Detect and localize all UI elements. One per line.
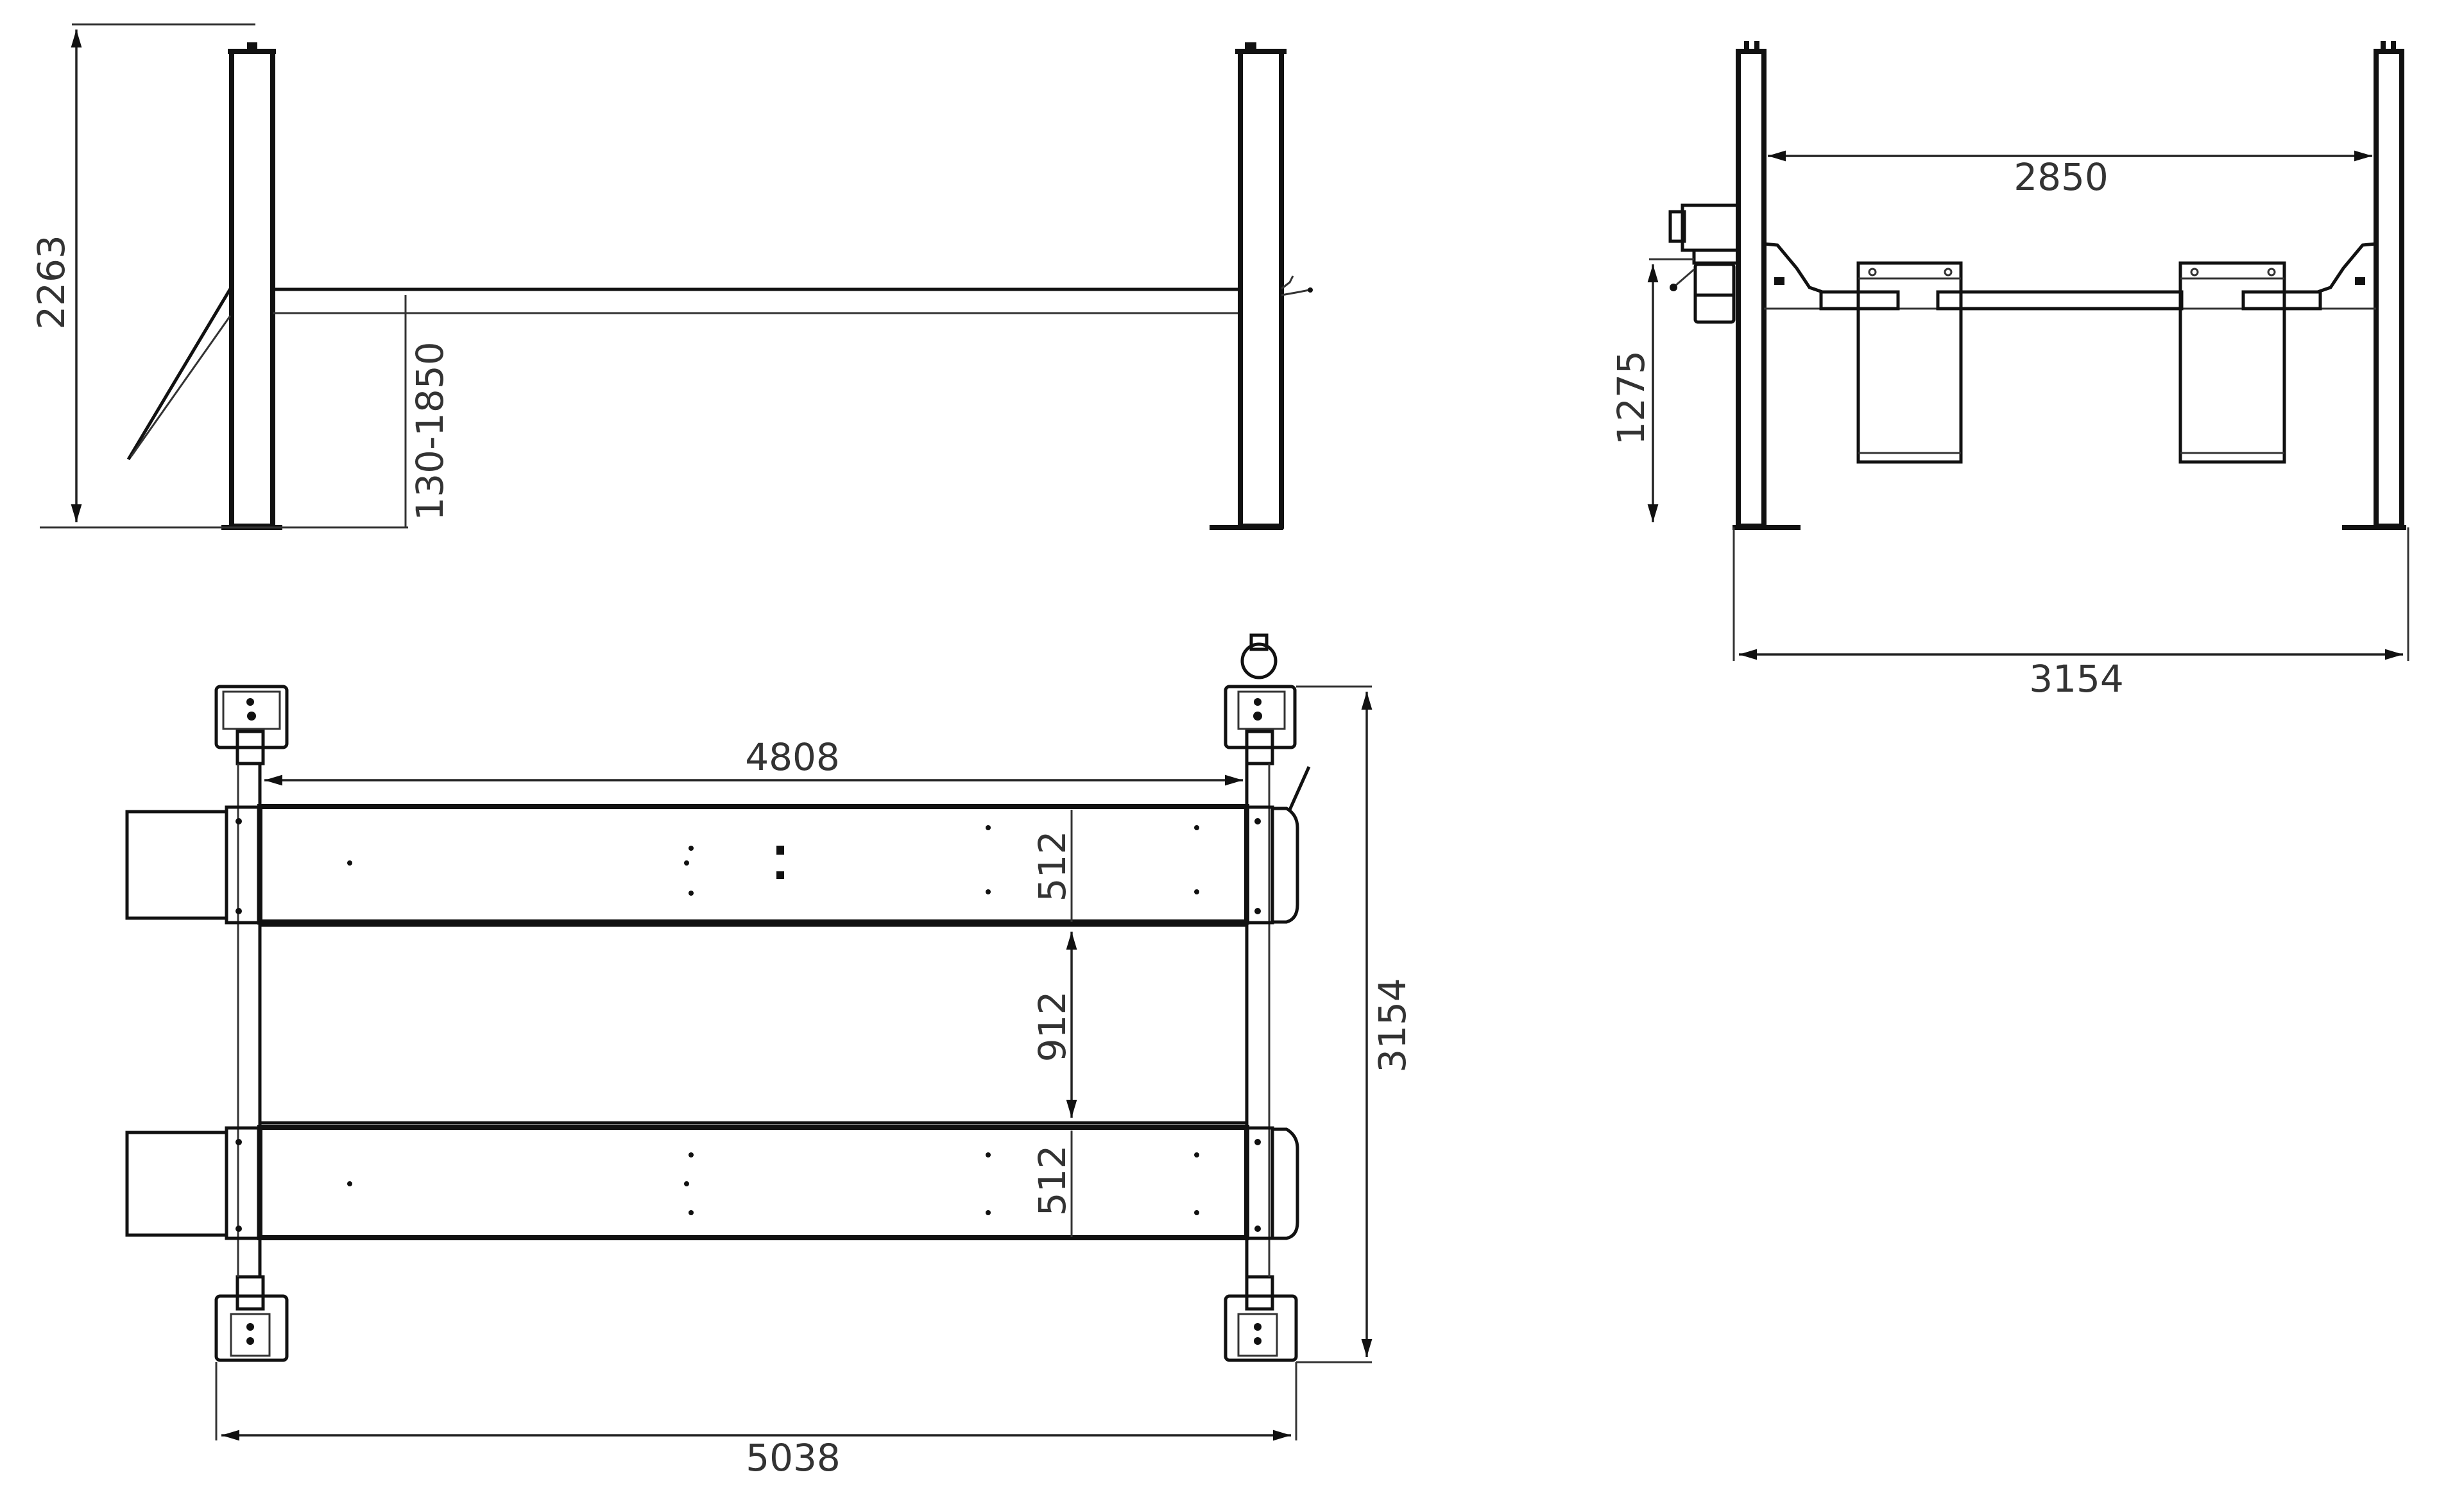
plan-runway-bottom [125,1121,1299,1240]
dim-outer-width: 3154 [1733,527,2409,701]
plan-runway-top [125,765,1311,927]
dim-runway-length: 4808 [264,735,1243,786]
base-plate-top-right [1224,633,1297,765]
dim-label-512-bottom: 512 [1031,1145,1074,1217]
dim-label-3154-end: 3154 [2029,657,2124,701]
side-right-column [1210,42,1313,530]
dim-label-512-top: 512 [1031,831,1074,902]
end-view: 2850 1275 3154 [1609,41,2409,701]
dim-label-912: 912 [1031,991,1074,1063]
end-right-column [2342,41,2406,530]
plan-crossbeam-left [237,764,262,1277]
dim-label-3154-plan: 3154 [1371,978,1414,1073]
plan-view: 4808 512 912 512 3154 5038 [125,633,1414,1480]
dim-power-unit-height: 1275 [1609,258,1694,522]
dim-overall-width: 3154 [1296,685,1414,1363]
dim-label-4808: 4808 [745,735,840,779]
end-left-column [1733,41,1801,530]
dim-lift-range: 130-1850 [404,295,452,527]
base-plate-bottom-left [214,1275,289,1362]
end-runway-left [1856,261,1963,464]
base-plate-top-left [214,685,289,765]
dim-overall-height: 2263 [30,23,408,529]
dim-runway-widths: 512 912 512 [1031,810,1077,1237]
dim-label-2263: 2263 [30,235,73,330]
side-runway [273,287,1240,314]
dim-label-5038: 5038 [746,1436,841,1480]
dim-label-1275: 1275 [1609,350,1653,445]
power-unit-plan-icon [1240,642,1278,679]
end-runway-right [2178,261,2286,464]
approach-ramp-top [125,810,228,920]
dim-inner-span: 2850 [1768,150,2372,199]
dim-label-2850: 2850 [2014,155,2109,199]
side-left-column [221,42,282,530]
base-plate-bottom-right [1224,1275,1298,1362]
plan-crossbeam-right [1245,764,1270,1277]
dim-label-130-1850: 130-1850 [408,341,452,520]
side-ramp-support [126,287,232,461]
lock-release-handle-icon [1281,275,1310,296]
power-unit [1668,203,1740,324]
approach-ramp-bottom [125,1131,228,1237]
side-view: 2263 130-1850 [30,23,1313,530]
release-handle-icon [1288,765,1311,811]
dim-overall-length: 5038 [215,1362,1297,1480]
